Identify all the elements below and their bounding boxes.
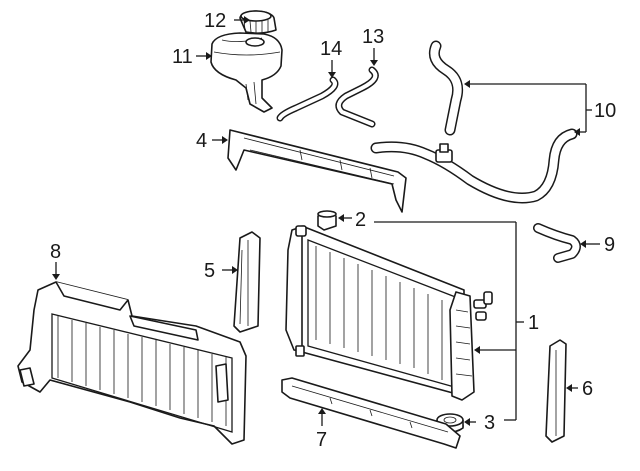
callout-1: 1 [528,312,539,334]
callout-7: 7 [316,429,327,451]
callout-12: 12 [204,10,226,32]
part-14-overflow-hose[interactable] [276,76,339,122]
callout-14: 14 [320,38,342,60]
callout-10: 10 [594,100,616,122]
part-11-coolant-reservoir[interactable] [210,32,283,113]
part-8-radiator-shroud[interactable] [17,281,247,445]
part-2-upper-insulator[interactable] [317,210,337,231]
part-12-reservoir-cap[interactable] [239,10,277,34]
part-10-radiator-hoses[interactable] [370,40,578,204]
callout-2: 2 [355,209,366,231]
callout-labels: 12 11 14 13 10 4 2 9 8 5 1 6 3 7 [50,10,616,451]
part-9-radiator-hose[interactable] [533,223,581,263]
callout-3: 3 [484,412,495,434]
callout-6: 6 [582,378,593,400]
leader-lines [52,16,600,426]
callout-5: 5 [204,260,215,282]
part-1-radiator[interactable] [285,225,493,401]
part-13-bypass-hose[interactable] [335,66,379,128]
callout-13: 13 [362,26,384,48]
part-6-right-side-seal[interactable] [545,339,567,443]
callout-9: 9 [604,234,615,256]
callout-4: 4 [196,130,207,152]
callout-11: 11 [172,46,193,68]
part-5-left-side-seal[interactable] [233,231,261,333]
callout-8: 8 [50,241,61,263]
part-4-upper-radiator-support[interactable] [227,129,407,213]
part-7-lower-air-baffle[interactable] [281,377,461,449]
